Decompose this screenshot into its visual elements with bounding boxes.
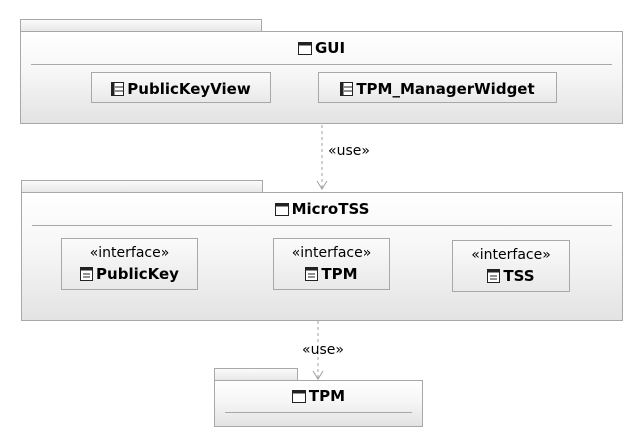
class-icon: [340, 81, 354, 100]
dependency-label: «use»: [328, 143, 370, 159]
interface-publickey[interactable]: «interface» PublicKey: [61, 238, 198, 290]
class-name: PublicKeyView: [127, 80, 251, 98]
interface-icon: [80, 266, 94, 285]
dependency-gui-microtss: [316, 125, 328, 190]
dependency-microtss-tpm: [312, 321, 324, 380]
package-tpm[interactable]: TPM: [214, 380, 423, 427]
package-icon: [291, 388, 306, 408]
class-name: TPM_ManagerWidget: [356, 80, 535, 98]
package-divider: [32, 225, 612, 226]
dependency-label: «use»: [302, 342, 344, 358]
interface-name: TSS: [503, 267, 535, 285]
class-tpm-managerwidget[interactable]: TPM_ManagerWidget: [318, 72, 557, 103]
package-icon: [274, 201, 289, 221]
interface-tpm[interactable]: «interface» TPM: [273, 238, 390, 290]
class-icon: [111, 81, 125, 100]
class-publickeyview[interactable]: PublicKeyView: [91, 72, 271, 103]
package-name: GUI: [314, 39, 346, 57]
interface-icon: [305, 266, 319, 285]
interface-stereotype: «interface»: [291, 245, 372, 261]
package-tab: [20, 19, 262, 32]
package-divider: [225, 412, 412, 413]
interface-tss[interactable]: «interface» TSS: [452, 240, 570, 292]
interface-stereotype: «interface»: [471, 247, 551, 263]
interface-icon: [487, 268, 501, 287]
package-tab: [21, 180, 263, 193]
interface-stereotype: «interface»: [89, 245, 170, 261]
package-tab: [214, 368, 298, 381]
package-name: MicroTSS: [291, 200, 370, 218]
package-icon: [297, 40, 312, 60]
package-name: TPM: [308, 387, 346, 405]
package-divider: [31, 64, 612, 65]
interface-name: PublicKey: [96, 265, 179, 283]
interface-name: TPM: [321, 265, 358, 283]
